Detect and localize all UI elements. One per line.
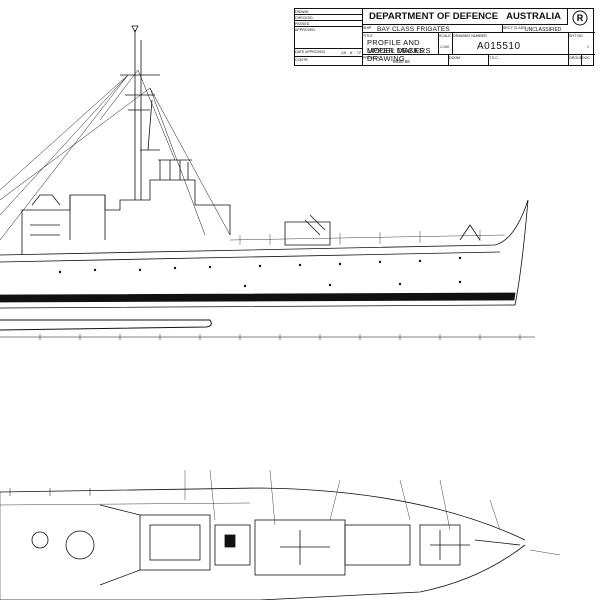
leader-lines bbox=[184, 469, 561, 556]
drawing-title-line1: PROFILE AND UPPER DECKS bbox=[367, 38, 425, 55]
title-block: DRAWN CHECKED PASSED APPROVED DATE APPRO… bbox=[294, 8, 595, 66]
project-label: PROJECT bbox=[363, 56, 380, 60]
hull-portholes bbox=[58, 256, 462, 288]
sheet-label: SHT NO bbox=[569, 34, 583, 38]
scale-value: 1:100 bbox=[440, 45, 449, 49]
scale-label: SCALE bbox=[439, 34, 451, 38]
ship-plan-view bbox=[0, 469, 561, 600]
plan-scale bbox=[0, 488, 91, 600]
deck-structures bbox=[31, 504, 521, 586]
drawing-number: A015510 bbox=[477, 41, 521, 52]
deck-outline-lower bbox=[0, 544, 526, 600]
doc-label: DOC bbox=[582, 56, 590, 60]
checked-label: CHECKED bbox=[295, 16, 313, 20]
project-value: MOD 66 bbox=[393, 59, 410, 64]
doom-label: DOOM bbox=[449, 56, 461, 60]
drawn-label: DRAWN bbox=[295, 10, 309, 14]
waterline-scale bbox=[0, 334, 535, 340]
tsc-label: T.S.C. bbox=[489, 56, 499, 60]
date-approved-label: DATE APPROVED bbox=[295, 50, 326, 54]
guardrail-stanchions bbox=[229, 230, 506, 245]
foremast bbox=[120, 25, 160, 200]
title-label: TITLE bbox=[363, 34, 373, 38]
drawing-number-label: DRAWING NUMBER bbox=[453, 34, 487, 38]
department-heading: DEPARTMENT OF DEFENCE AUSTRALIA bbox=[363, 9, 568, 25]
security-value: UNCLASSIFIED bbox=[525, 27, 562, 33]
drawing-title-line2: MODEL MAKERS DRAWING bbox=[367, 46, 431, 63]
contr-label: CONTR bbox=[295, 58, 308, 62]
crest-logo: R bbox=[569, 10, 591, 26]
sheet-value: 1 bbox=[587, 45, 589, 49]
rigging-lines bbox=[0, 69, 231, 241]
ship-value: BAY CLASS FRIGATES bbox=[377, 26, 450, 33]
security-label: SECY CLASS bbox=[503, 26, 526, 30]
department-name: DEPARTMENT OF DEFENCE bbox=[369, 11, 499, 22]
logo-letter: R bbox=[577, 13, 584, 23]
deck-outline-upper bbox=[0, 487, 526, 541]
ship-profile-view bbox=[0, 25, 535, 340]
country-name: AUSTRALIA bbox=[506, 11, 561, 22]
date-approved-value: 28 · 6 · 71 bbox=[341, 50, 362, 55]
approved-label: APPROVED bbox=[295, 28, 315, 32]
ship-label: SHIP bbox=[363, 26, 372, 30]
superstructure bbox=[21, 159, 481, 255]
boot-topping-stripe bbox=[0, 292, 516, 303]
hull bbox=[0, 199, 529, 331]
group-label: GROUP bbox=[569, 56, 583, 60]
passed-label: PASSED bbox=[295, 22, 310, 26]
